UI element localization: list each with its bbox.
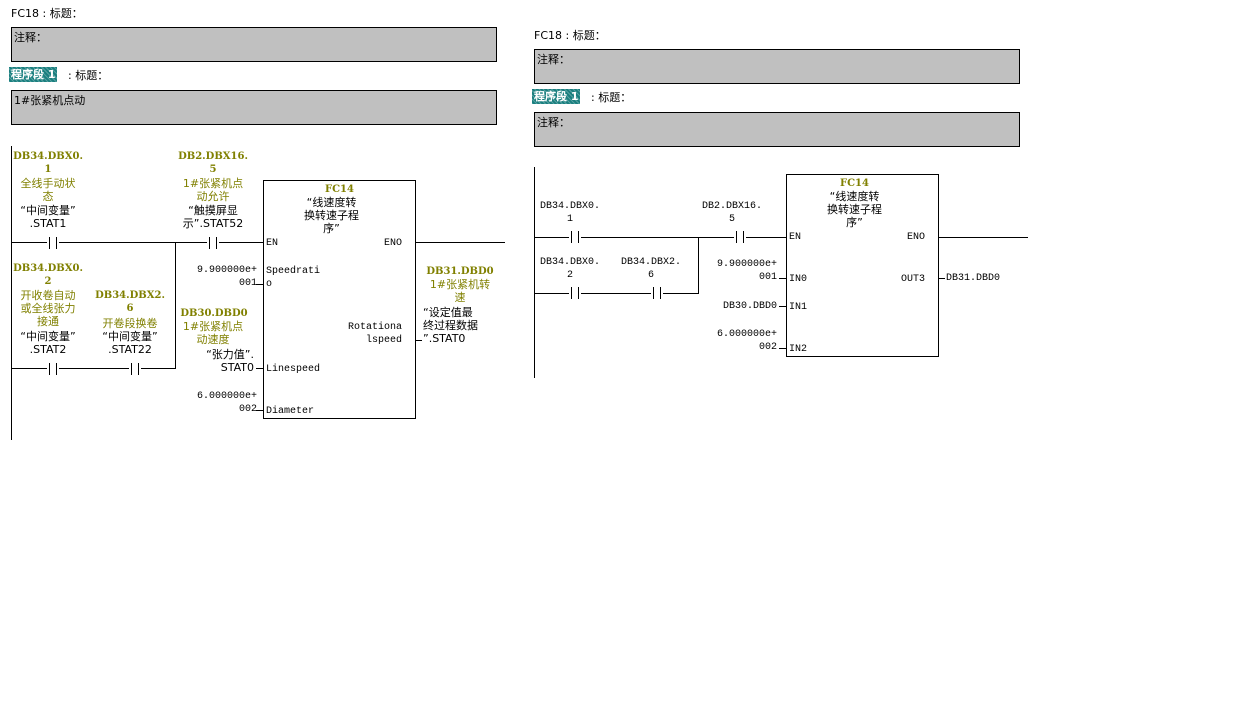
eno-line [415, 242, 505, 243]
block-comment-text: 注释： [14, 31, 47, 44]
pin-linespeed: Linespeed [266, 364, 321, 375]
pin-wire [415, 340, 422, 341]
output-address: DB31.DBD0 [426, 266, 494, 277]
pin-wire [779, 278, 786, 279]
diameter-value[interactable]: 6.000000e+ 002 [196, 391, 257, 415]
speedratio-value[interactable]: 9.900000e+ 001 [196, 265, 257, 289]
contact-symbol: “中间变量” .STAT1 [20, 204, 76, 230]
pin-wire [779, 348, 786, 349]
no-contact-icon[interactable] [129, 363, 141, 375]
contact-address: DB34.DBX2. 6 [620, 257, 681, 281]
contact-symbol: “中间变量” .STAT22 [102, 330, 158, 356]
block-name: FC14 [840, 178, 869, 189]
block-comment-field[interactable]: 注释： [534, 49, 1020, 84]
contact-comment: 开卷段换卷 [102, 317, 158, 330]
contact-address: DB34.DBX0. 2 [539, 257, 600, 281]
in0-value[interactable]: 9.900000e+ 001 [716, 259, 777, 283]
network-comment-text: 注释： [537, 116, 570, 129]
branch-line [11, 368, 176, 369]
block-symbol: “线速度转 换转速子程 序” [304, 196, 359, 235]
contact-comment: 开收卷自动 或全线张力 接通 [20, 289, 76, 328]
contact-comment: 全线手动状 态 [20, 177, 76, 203]
pin-wire [256, 368, 263, 369]
block-title: FC18 : 标题： [534, 29, 606, 42]
pin-wire [779, 306, 786, 307]
no-contact-icon[interactable] [651, 287, 663, 299]
contact-address: DB2.DBX16. 5 [178, 151, 248, 175]
no-contact-icon[interactable] [47, 237, 59, 249]
rung-line [11, 242, 263, 243]
power-rail [534, 167, 535, 378]
network-title: : 标题： [591, 91, 632, 104]
pin-in2: IN2 [789, 344, 808, 355]
branch-line [534, 293, 699, 294]
pin-in1: IN1 [789, 302, 808, 313]
block-name: FC14 [325, 184, 354, 195]
network-comment-field[interactable]: 1#张紧机点动 [11, 90, 497, 125]
pin-eno: ENO [383, 238, 402, 249]
block-comment-field[interactable]: 注释： [11, 27, 497, 62]
network-badge[interactable]: 程序段 1 [9, 67, 58, 82]
branch-join [175, 242, 176, 369]
out3-value[interactable]: DB31.DBD0 [946, 273, 1001, 284]
pin-in0: IN0 [789, 274, 808, 285]
power-rail [11, 146, 12, 440]
block-comment-text: 注释： [537, 53, 570, 66]
pin-en: EN [789, 232, 802, 243]
pin-wire [256, 284, 263, 285]
in1-value[interactable]: DB30.DBD0 [722, 301, 777, 312]
no-contact-icon[interactable] [734, 231, 746, 243]
function-block-fc14[interactable]: FC14 “线速度转 换转速子程 序” EN ENO Speedrati o R… [263, 180, 416, 419]
pin-speedratio: Speedrati o [266, 266, 321, 290]
linespeed-address: DB30.DBD0 [180, 308, 248, 319]
contact-comment: 1#张紧机点 动允许 [182, 177, 244, 203]
contact-address: DB34.DBX0. 1 [539, 201, 600, 225]
pin-diameter: Diameter [266, 406, 315, 417]
contact-address: DB2.DBX16. 5 [701, 201, 762, 225]
network-comment-field[interactable]: 注释： [534, 112, 1020, 147]
linespeed-comment: 1#张紧机点 动速度 [182, 320, 244, 346]
network-badge[interactable]: 程序段 1 [532, 89, 581, 104]
network-comment-text: 1#张紧机点动 [14, 94, 86, 107]
branch-join [698, 237, 699, 294]
contact-address: DB34.DBX2. 6 [95, 290, 165, 314]
pin-out3: OUT3 [900, 274, 925, 285]
output-comment: 1#张紧机转 速 [429, 278, 491, 304]
contact-symbol: “触摸屏显 示”.STAT52 [182, 204, 244, 230]
block-title: FC18 : 标题： [11, 7, 83, 20]
no-contact-icon[interactable] [47, 363, 59, 375]
contact-symbol: “中间变量” .STAT2 [20, 330, 76, 356]
contact-address: DB34.DBX0. 2 [13, 263, 83, 287]
no-contact-icon[interactable] [207, 237, 219, 249]
block-symbol: “线速度转 换转速子程 序” [827, 190, 882, 229]
function-block-fc14[interactable]: FC14 “线速度转 换转速子程 序” EN ENO IN0 OUT3 IN1 … [786, 174, 939, 357]
no-contact-icon[interactable] [569, 231, 581, 243]
pin-wire [938, 278, 945, 279]
pin-wire [256, 410, 263, 411]
rung-line [534, 237, 787, 238]
in2-value[interactable]: 6.000000e+ 002 [716, 329, 777, 353]
pin-eno: ENO [906, 232, 925, 243]
linespeed-symbol[interactable]: “张力值”. STAT0 [206, 348, 254, 374]
network-title: : 标题： [68, 69, 109, 82]
contact-address: DB34.DBX0. 1 [13, 151, 83, 175]
pin-en: EN [266, 238, 279, 249]
output-symbol[interactable]: “设定值最 终过程数据 ”.STAT0 [423, 306, 478, 345]
no-contact-icon[interactable] [569, 287, 581, 299]
pin-rotationalspeed: Rotationa lspeed [347, 322, 402, 346]
eno-line [938, 237, 1028, 238]
